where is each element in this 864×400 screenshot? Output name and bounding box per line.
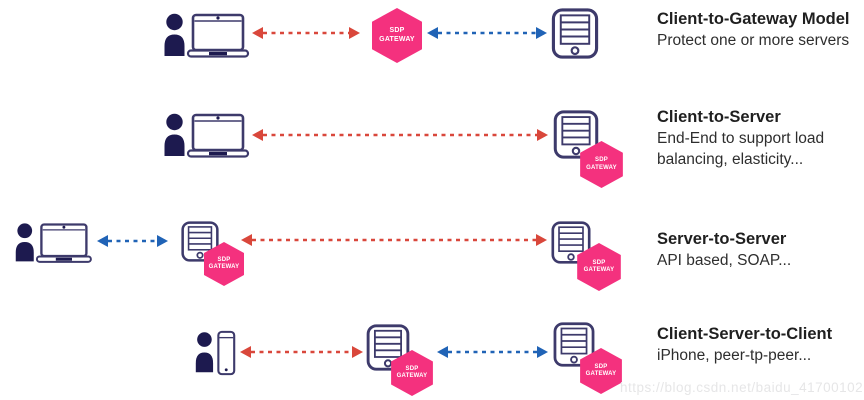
red-dashed-arrow bbox=[252, 129, 548, 141]
sdp-gateway-hexagon: SDP GATEWAY bbox=[580, 141, 623, 188]
red-dashed-arrow bbox=[252, 27, 360, 39]
blue-dashed-arrow bbox=[97, 235, 168, 247]
sdp-gateway-hexagon: SDP GATEWAY bbox=[391, 350, 433, 396]
blue-dashed-arrow bbox=[437, 346, 548, 358]
model-label: Client-Server-to-Client iPhone, peer-tp-… bbox=[657, 324, 864, 366]
client-phone-icon bbox=[194, 329, 236, 377]
model-title: Server-to-Server bbox=[657, 230, 787, 248]
server-icon bbox=[551, 8, 599, 59]
client-laptop-icon bbox=[163, 10, 251, 60]
model-label: Server-to-Server API based, SOAP... bbox=[657, 229, 864, 271]
red-dashed-arrow bbox=[240, 346, 363, 358]
model-label: Client-to-Gateway Model Protect one or m… bbox=[657, 9, 864, 51]
blue-dashed-arrow bbox=[427, 27, 547, 39]
model-title: Client-to-Server bbox=[657, 108, 781, 126]
model-description: API based, SOAP... bbox=[657, 252, 792, 269]
model-description: Protect one or more servers bbox=[657, 32, 850, 49]
sdp-gateway-hexagon: SDP GATEWAY bbox=[580, 348, 622, 394]
sdp-gateway-hexagon: SDP GATEWAY bbox=[371, 8, 423, 63]
model-label: Client-to-Server End-End to support load… bbox=[657, 107, 864, 170]
csdn-watermark: https://blog.csdn.net/baidu_41700102 bbox=[620, 380, 864, 395]
model-title: Client-to-Gateway Model bbox=[657, 10, 850, 28]
client-laptop-icon bbox=[14, 220, 94, 265]
sdp-gateway-hexagon: SDP GATEWAY bbox=[204, 242, 244, 286]
model-description: End-End to support load balancing, elast… bbox=[657, 130, 825, 168]
sdp-gateway-hexagon: SDP GATEWAY bbox=[577, 243, 621, 291]
client-laptop-icon bbox=[163, 110, 251, 160]
model-title: Client-Server-to-Client bbox=[657, 325, 833, 343]
red-dashed-arrow bbox=[241, 234, 547, 246]
model-description: iPhone, peer-tp-peer... bbox=[657, 347, 812, 364]
